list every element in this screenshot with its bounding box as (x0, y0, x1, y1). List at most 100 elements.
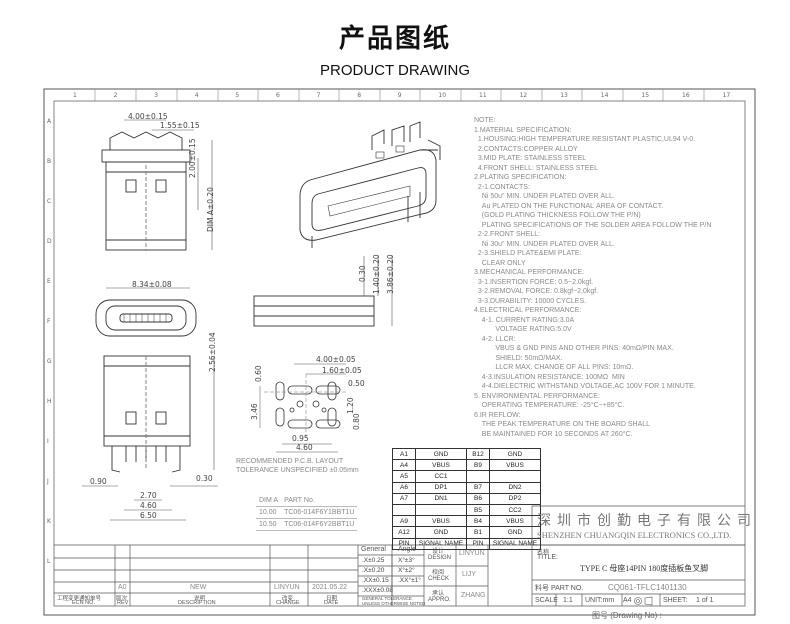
pin-table-cell: PIN (466, 537, 490, 550)
note-line: VOLTAGE RATING:5.0V (474, 326, 572, 333)
ruler-column-label: 12 (519, 92, 528, 99)
date-label-en: DATE (324, 600, 339, 606)
rev-description: NEW (190, 584, 207, 591)
pcb-note-title: RECOMMENDED P.C.B. LAYOUT (236, 458, 344, 465)
ruler-column-label: 17 (722, 92, 731, 99)
check-label-cn: 校阅 (432, 570, 445, 576)
ruler-column-label: 11 (479, 92, 487, 99)
pin-table-cell: B12 (466, 447, 490, 461)
pin-table-cell: B4 (466, 515, 490, 528)
pin-table-cell: VBUS (415, 515, 467, 528)
scale-value: 1:1 (563, 597, 573, 604)
dim-label: 1.20 (346, 397, 355, 414)
scale-label: SCALE (535, 597, 558, 604)
ruler-column-label: 5 (235, 92, 240, 99)
pin-table-cell (489, 470, 541, 483)
ruler-column-label: 4 (194, 92, 199, 99)
ruler-column-label: 13 (560, 92, 568, 99)
tolerance-value: .XXX±0.08 (362, 587, 394, 594)
pcb-note-tolerance: TOLERANCE UNSPECIFIED ±0.05mm (236, 467, 359, 474)
dim-label: 0.30 (196, 474, 213, 483)
bottom-view (82, 355, 218, 521)
ruler-row-label: B (47, 158, 52, 165)
note-line: BE MAINTAINED FOR 10 SECONDS AT 260°C. (474, 430, 633, 438)
dim-label: 4.60 (296, 443, 313, 452)
pin-table-cell: A6 (392, 481, 416, 494)
projection-icon (634, 596, 653, 606)
pin-table-cell: A4 (392, 459, 416, 472)
check-name: LIJY (462, 571, 477, 578)
ruler-row-label: A (47, 118, 52, 125)
pin-table-cell: GND (489, 447, 541, 461)
dim-label: 2.70 (140, 491, 157, 500)
ruler-row-label: I (47, 438, 49, 445)
pin-table-cell: GND (489, 526, 541, 539)
note-line: 2.CONTACTS:COPPER ALLOY (474, 145, 578, 153)
ecn-label-en: ECN NO. (72, 600, 95, 606)
change-label-cn: 改变 (282, 596, 294, 602)
ruler-row-label: L (47, 558, 51, 565)
tolerance-value: .X±0.25 (362, 557, 385, 564)
note-line: 1.HOUSING:HIGH TEMPERATURE RESISTANT PLA… (474, 136, 696, 143)
pcb-layout (259, 363, 348, 453)
note-line: 4.FRONT SHELL: STAINLESS STEEL (474, 164, 598, 172)
dim-label: 2.56±0.04 (208, 332, 217, 372)
note-line: 5. ENVIRONMENTAL PERFORMANCE: (474, 392, 600, 400)
note-line: 4-3.INSULATION RESISTANCE: 100MΩ MIN (474, 373, 625, 381)
ruler-column-label: 7 (316, 92, 321, 99)
dim-label: 8.34±0.08 (132, 280, 172, 289)
pin-table-cell: DP2 (489, 492, 541, 505)
design-name: LINYUN (459, 550, 485, 557)
note-line: Au PLATED ON THE FUNCTIONAL AREA OF CONT… (474, 202, 664, 210)
pin-table-cell: B1 (466, 526, 490, 539)
ruler-column-label: 6 (276, 92, 280, 99)
rev-changed-by: LINYUN (274, 584, 300, 591)
part-table-cell: PART No. (281, 495, 358, 507)
ruler-ticks (94, 89, 705, 101)
pin-table-cell: B7 (466, 481, 490, 494)
inner-frame (53, 100, 746, 607)
company-name-cn: 深圳市创勤电子有限公司 (537, 513, 757, 529)
pin-table-cell: VBUS (489, 459, 541, 472)
note-line: 2-2.FRONT SHELL: (474, 231, 541, 238)
ruler-column-label: 2 (113, 92, 118, 99)
note-line: 3.MECHANICAL PERFORMANCE: (474, 269, 585, 276)
desc-label-en: DESCRIPTION (178, 600, 216, 606)
rev-label-en: REV (117, 600, 129, 606)
dim-label: 0.50 (348, 379, 365, 388)
sheet-label: SHEET: (663, 597, 688, 604)
side-view (253, 256, 393, 327)
note-line: SHIELD: 50mΩ/MAX. (474, 354, 563, 362)
date-label-cn: 日期 (326, 596, 338, 602)
check-label-en: CHECK (428, 576, 450, 582)
page-title-en: PRODUCT DRAWING (320, 62, 470, 79)
dim-label: 1.55±0.15 (160, 121, 200, 130)
title-label-cn: 名称 (537, 550, 550, 556)
dim-label: 0.60 (254, 365, 263, 382)
pin-table-cell: A7 (392, 492, 416, 505)
note-line: 3-1.INSERTION FORCE: 0.5~2.0kgf. (474, 278, 594, 286)
tolerance-value: X°±3° (398, 557, 415, 564)
tolerance-note-1: GENERAL TOLERANCE (362, 596, 412, 601)
note-line: Ni 30u" MIN. UNDER PLATED OVER ALL. (474, 240, 615, 248)
part-no-label: 料号 PART NO. (535, 585, 584, 592)
tolerance-value: X°±2° (398, 567, 415, 574)
rev-label-cn: 版次 (116, 596, 128, 602)
appro-label-cn: 承认 (432, 591, 445, 597)
note-line: 2.PLATING SPECIFICATION: (474, 174, 567, 181)
pin-table-cell: B5 (466, 503, 490, 517)
pin-table-cell (392, 503, 416, 517)
note-line: 6.IR REFLOW: (474, 411, 521, 419)
tolerance-value: .XX±0.15 (362, 577, 389, 584)
tolerance-general: General (361, 546, 386, 553)
part-table-cell: 10.50 (256, 518, 282, 531)
pin-table-cell: GND (415, 447, 467, 461)
